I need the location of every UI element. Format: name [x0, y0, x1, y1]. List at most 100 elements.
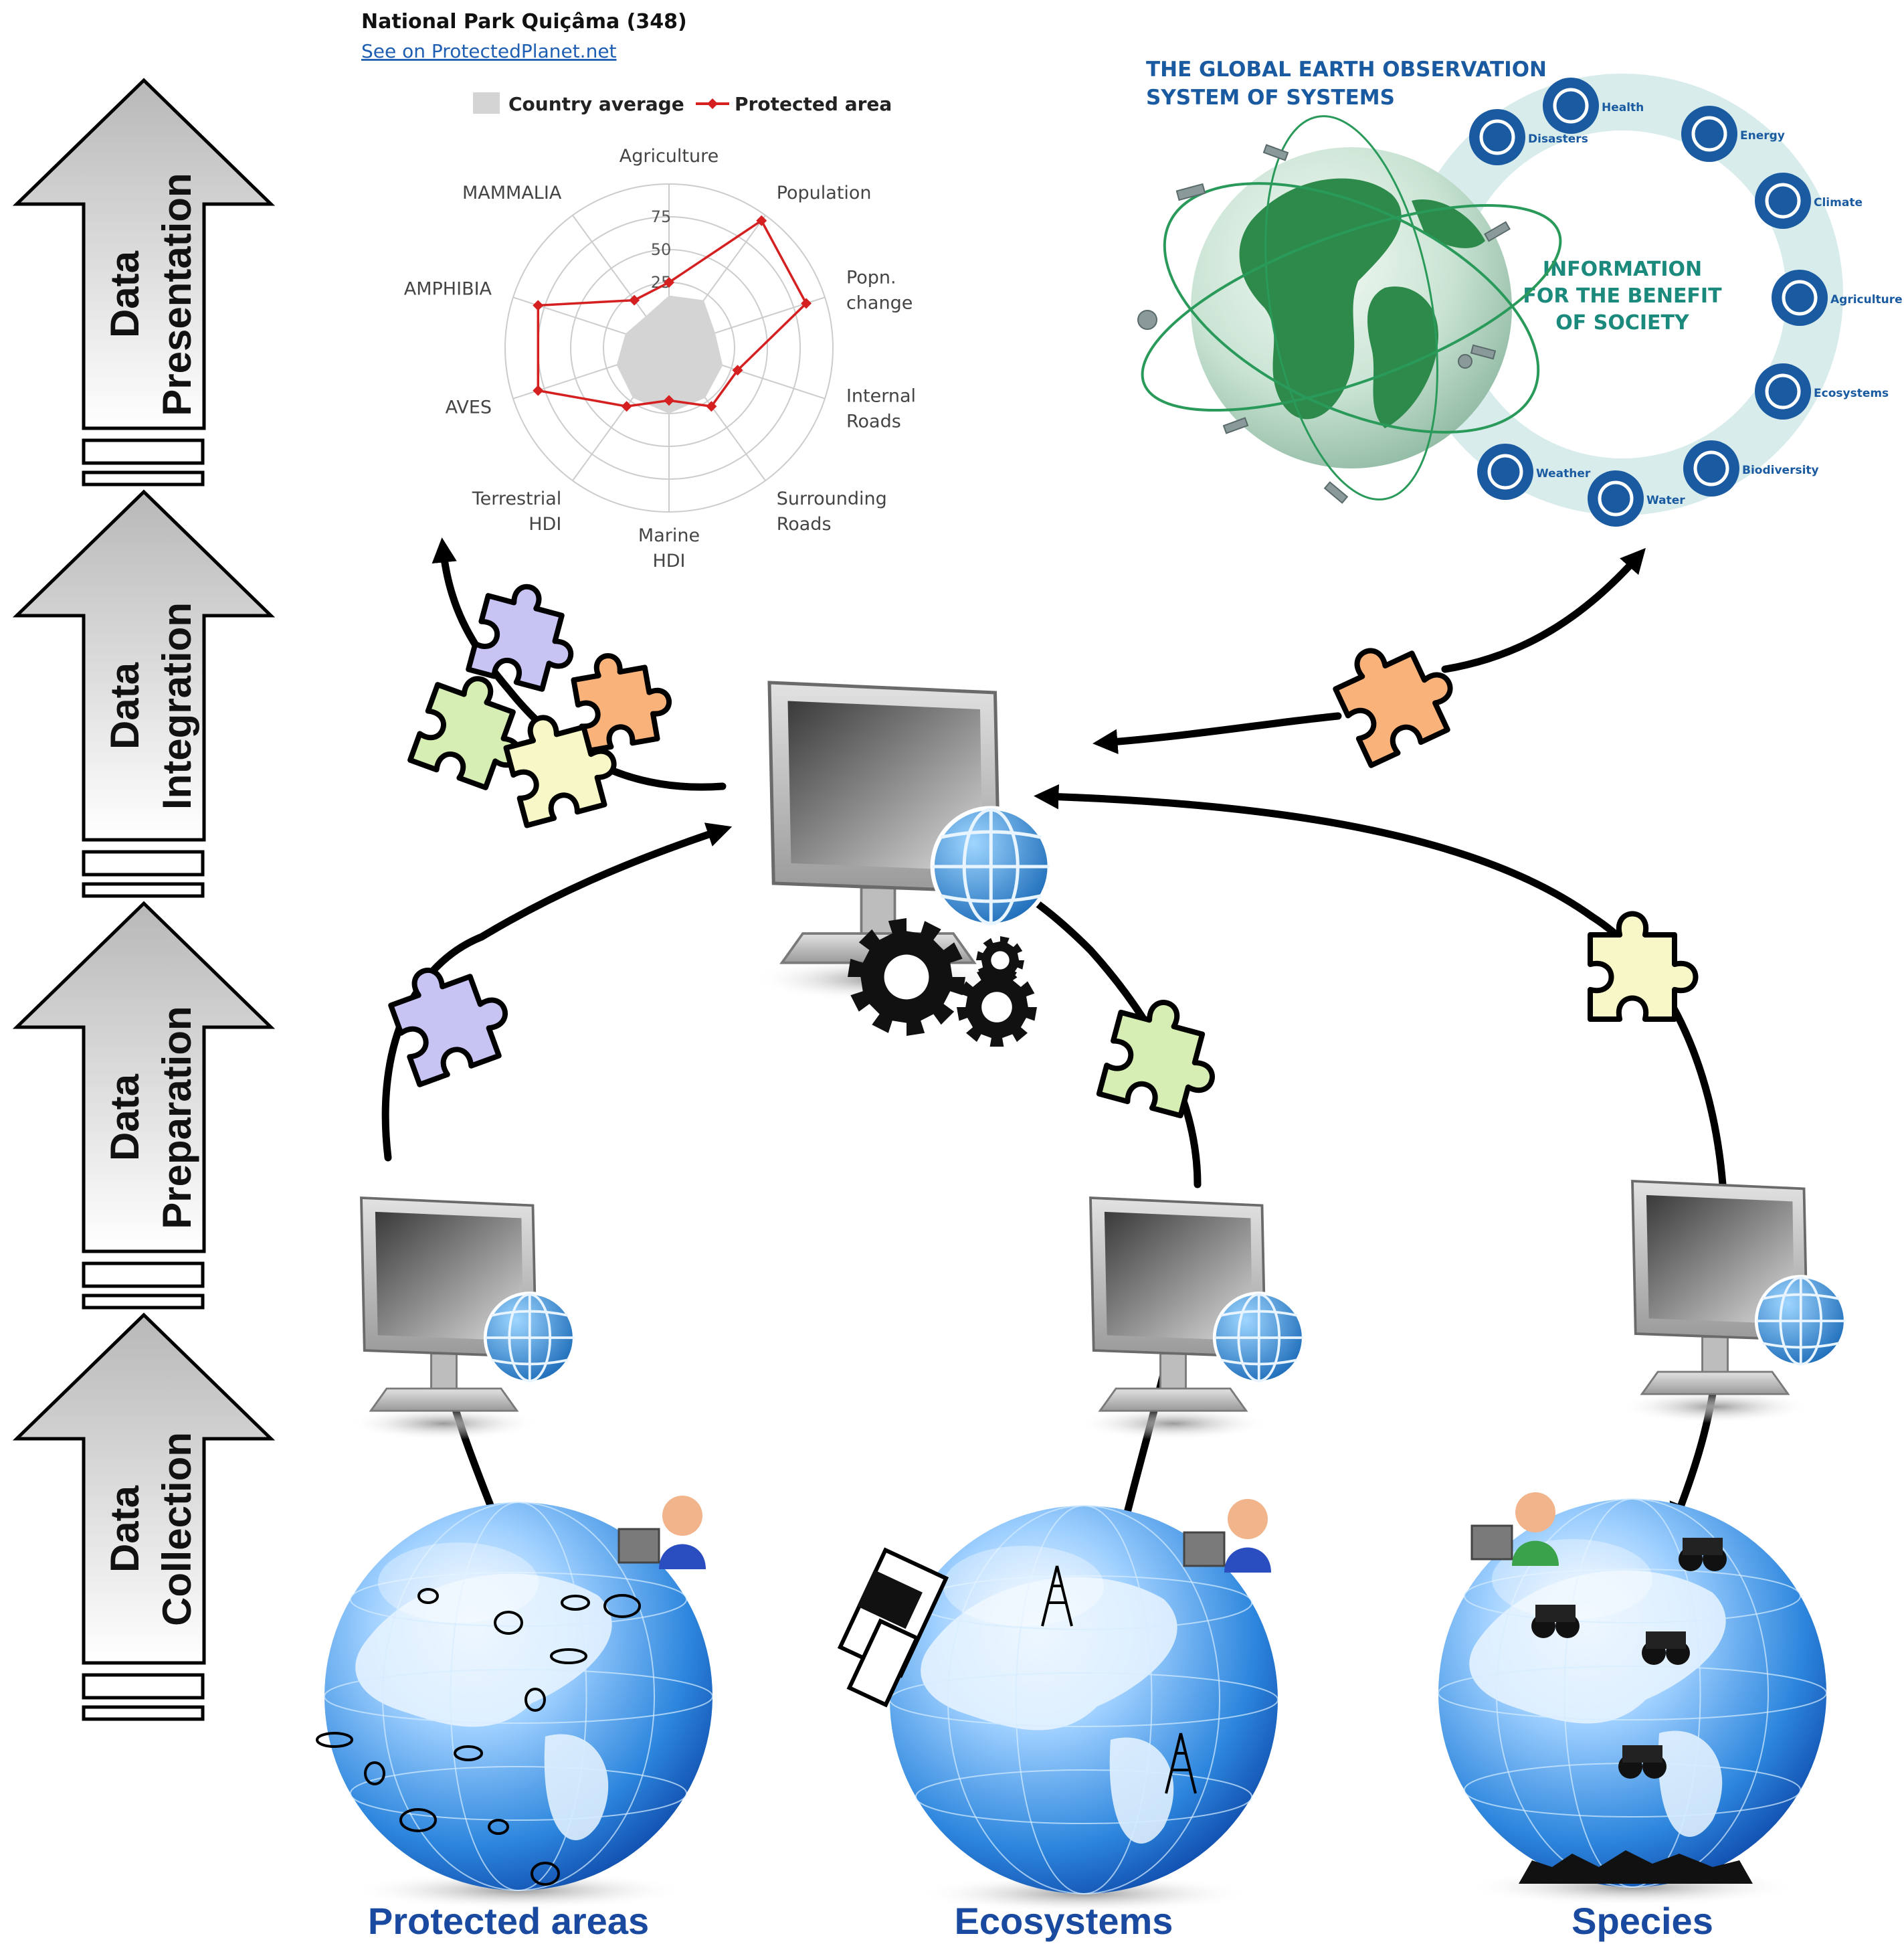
stage-label-line2: Collection	[155, 1432, 199, 1626]
benefit-agriculture: Agriculture	[1772, 270, 1903, 326]
arrow-ecosystems-to-hub	[1016, 887, 1202, 1188]
radar-tick-label: 50	[651, 240, 672, 259]
radar-axis-label: Population	[777, 183, 872, 203]
benefit-label: Energy	[1740, 129, 1785, 143]
geoss-center-line2: FOR THE BENEFIT	[1523, 284, 1722, 308]
puzzle-cluster-yellow-icon	[503, 715, 617, 828]
radar-tick-label: 75	[651, 207, 672, 226]
protected-area-outline	[399, 1808, 437, 1832]
benefit-label: Agriculture	[1830, 293, 1903, 306]
radar-axis-label: AMPHIBIA	[404, 278, 492, 299]
geoss-graphic: THE GLOBAL EARTH OBSERVATION SYSTEM OF S…	[1137, 58, 1903, 527]
benefit-weather: Weather	[1477, 444, 1591, 500]
radar-series	[533, 215, 812, 414]
benefit-energy: Energy	[1681, 106, 1785, 162]
park-title: National Park Quiçâma (348)	[361, 10, 687, 33]
computer-protected-areas-icon	[349, 1196, 576, 1440]
protected-area-point	[629, 294, 640, 306]
benefit-label: Water	[1646, 494, 1685, 507]
protected-area-outline	[603, 1594, 641, 1618]
geoss-title-line2: SYSTEM OF SYSTEMS	[1146, 86, 1395, 110]
legend-marker-protected-area	[707, 98, 718, 109]
legend-protected-area[interactable]: Protected area	[735, 93, 892, 115]
label-protected-areas: Protected areas	[368, 1900, 649, 1942]
geoss-title-line1: THE GLOBAL EARTH OBSERVATION	[1146, 58, 1547, 82]
puzzle-purple-protected-areas-icon	[388, 968, 508, 1087]
biodiversity-icon	[1683, 440, 1739, 497]
stage-label-line2: Integration	[155, 602, 199, 810]
stage-label-line2: Presentation	[155, 173, 199, 416]
benefit-label: Ecosystems	[1814, 387, 1889, 400]
protected-area-point	[801, 298, 812, 309]
puzzle-cluster-orange-icon	[571, 653, 672, 754]
protected-area-outline	[531, 1862, 560, 1886]
protected-area-outline	[454, 1745, 483, 1761]
protected-area-point	[664, 277, 674, 288]
protected-area-point	[732, 365, 743, 376]
label-species: Species	[1572, 1900, 1713, 1942]
radar-axis-labels: AgriculturePopulationPopn.changeInternal…	[404, 146, 916, 571]
www-globe-icon	[930, 806, 1052, 927]
binoculars-icon	[1531, 1605, 1580, 1638]
satellite-icon	[837, 1547, 949, 1708]
radar-axis-label: AVES	[446, 397, 492, 418]
series-country-average	[616, 295, 723, 414]
protected-area-outline	[417, 1588, 439, 1604]
computers	[349, 681, 1847, 1440]
label-ecosystems: Ecosystems	[955, 1900, 1173, 1942]
puzzle-yellow-species-icon	[1588, 911, 1699, 1022]
arrow-species-to-hub	[1034, 784, 1727, 1188]
arrow-protected-areas-to-hub	[381, 822, 733, 1162]
benefit-water: Water	[1588, 470, 1685, 527]
user-at-computer-icon	[1470, 1492, 1559, 1566]
computer-ecosystems-icon	[1078, 1196, 1305, 1440]
benefit-climate: Climate	[1755, 173, 1863, 229]
benefit-ecosystems: Ecosystems	[1755, 363, 1889, 420]
stage-label-line1: Data	[102, 1073, 147, 1161]
binoculars-icon	[1679, 1538, 1727, 1571]
benefit-label: Weather	[1536, 467, 1591, 480]
stage-label-line1: Data	[102, 250, 147, 338]
protected-area-outline	[364, 1761, 385, 1785]
earth-globe-icon	[1137, 115, 1562, 504]
benefits-ring-inner	[1458, 130, 1786, 458]
data-source-globes	[316, 1492, 1827, 1913]
protected-area-outline	[494, 1611, 523, 1635]
radar-chart-panel: National Park Quiçâma (348) See on Prote…	[361, 10, 916, 571]
protected-area-outline	[561, 1595, 590, 1611]
www-globe-icon	[1754, 1275, 1847, 1367]
protected-area-outline	[550, 1648, 587, 1664]
geoss-center-line3: OF SOCIETY	[1555, 311, 1690, 335]
protected-area-outline	[488, 1819, 509, 1835]
protected-area-point	[621, 401, 632, 412]
disasters-icon	[1469, 109, 1525, 165]
globe-species-icon	[1438, 1492, 1827, 1906]
protected-area-outline	[525, 1688, 546, 1712]
radar-axis-label: Popn.change	[846, 267, 913, 313]
protected-area-point	[533, 300, 544, 311]
water-icon	[1588, 470, 1644, 527]
www-globe-icon	[1212, 1292, 1305, 1384]
health-icon	[1543, 78, 1599, 134]
legend-country-average[interactable]: Country average	[508, 93, 684, 115]
user-at-computer-icon	[1183, 1499, 1271, 1573]
arrow-hub-to-geoss	[1441, 547, 1646, 673]
arrow-geoss-to-hub	[1092, 712, 1342, 754]
binoculars-icon	[1618, 1745, 1667, 1779]
puzzle-green-ecosystems-icon	[1096, 1000, 1215, 1119]
user-at-computer-icon	[617, 1496, 706, 1569]
www-globe-icon	[483, 1292, 576, 1384]
energy-icon	[1681, 106, 1737, 162]
protected-planet-link[interactable]: See on ProtectedPlanet.net	[361, 40, 617, 62]
benefit-label: Biodiversity	[1742, 464, 1819, 477]
geoss-center-line1: INFORMATION	[1543, 258, 1702, 281]
